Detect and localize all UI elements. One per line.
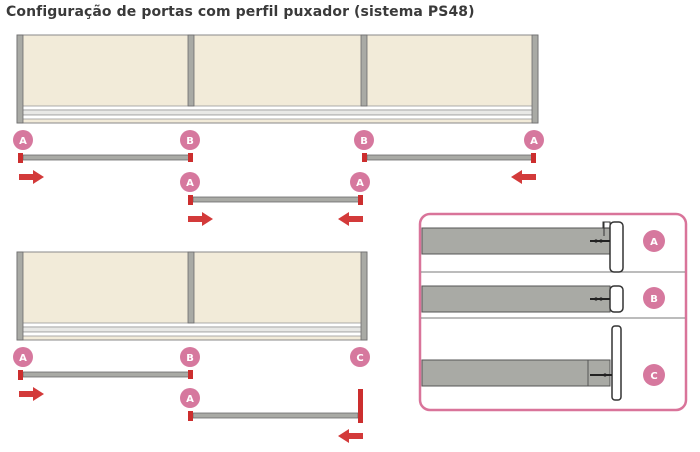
profile-b-detail	[421, 285, 624, 313]
profile-c-detail	[421, 325, 622, 401]
badge-a: A	[13, 130, 33, 150]
svg-text:A: A	[530, 136, 538, 147]
badge-a: A	[350, 172, 370, 192]
svg-text:A: A	[650, 237, 658, 248]
svg-text:A: A	[186, 178, 194, 189]
door-section-3	[362, 153, 536, 163]
badge-b: B	[180, 130, 200, 150]
badge-b: B	[354, 130, 374, 150]
badge-b: B	[180, 347, 200, 367]
svg-text:A: A	[19, 136, 27, 147]
badge-a: A	[524, 130, 544, 150]
slide-right-arrow	[188, 212, 213, 226]
slide-left-arrow	[338, 212, 363, 226]
badge-a: A	[643, 230, 665, 252]
slide-left-arrow	[338, 429, 363, 443]
badge-c: C	[643, 364, 665, 386]
door-section-1	[18, 153, 193, 163]
door-section-2	[188, 195, 363, 205]
door-section-1	[18, 370, 193, 380]
badge-c: C	[350, 347, 370, 367]
door-section-2	[188, 389, 363, 423]
badge-b: B	[643, 287, 665, 309]
svg-text:B: B	[360, 136, 368, 147]
profile-a-detail	[421, 221, 624, 273]
slide-right-arrow	[19, 170, 44, 184]
badge-a: A	[180, 388, 200, 408]
cabinet-three-doors	[16, 34, 539, 124]
diagram-title: Configuração de portas com perfil puxado…	[6, 4, 475, 20]
svg-text:A: A	[356, 178, 364, 189]
badge-a: A	[13, 347, 33, 367]
svg-text:B: B	[186, 353, 194, 364]
svg-text:B: B	[186, 136, 194, 147]
svg-text:A: A	[186, 394, 194, 405]
cabinet-two-doors	[16, 251, 368, 341]
svg-text:A: A	[19, 353, 27, 364]
slide-left-arrow	[511, 170, 536, 184]
svg-text:C: C	[650, 371, 657, 382]
slide-right-arrow	[19, 387, 44, 401]
badge-a: A	[180, 172, 200, 192]
svg-text:C: C	[356, 353, 363, 364]
svg-text:B: B	[650, 294, 658, 305]
